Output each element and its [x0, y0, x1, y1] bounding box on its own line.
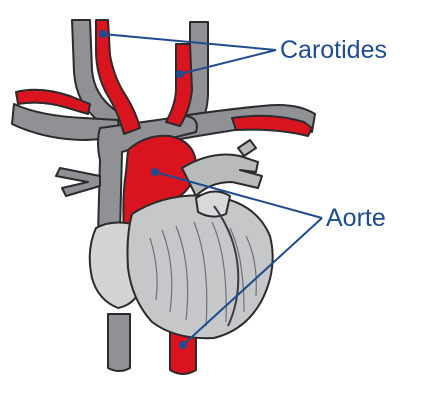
pulmonary-small-branch	[238, 140, 256, 156]
dot-left-carotid	[99, 30, 107, 38]
left-atrial-appendage	[196, 191, 230, 216]
dot-right-carotid	[176, 70, 184, 78]
pulmonary-vessels	[182, 140, 262, 196]
left-small-vein-branch	[56, 168, 100, 196]
inferior-vena-cava	[108, 314, 130, 371]
aorte-label: Aorte	[326, 204, 386, 232]
carotides-label: Carotides	[280, 36, 387, 64]
dot-descending-aorta	[179, 341, 187, 349]
ventricles	[128, 195, 273, 338]
dot-aortic-arch	[151, 168, 159, 176]
